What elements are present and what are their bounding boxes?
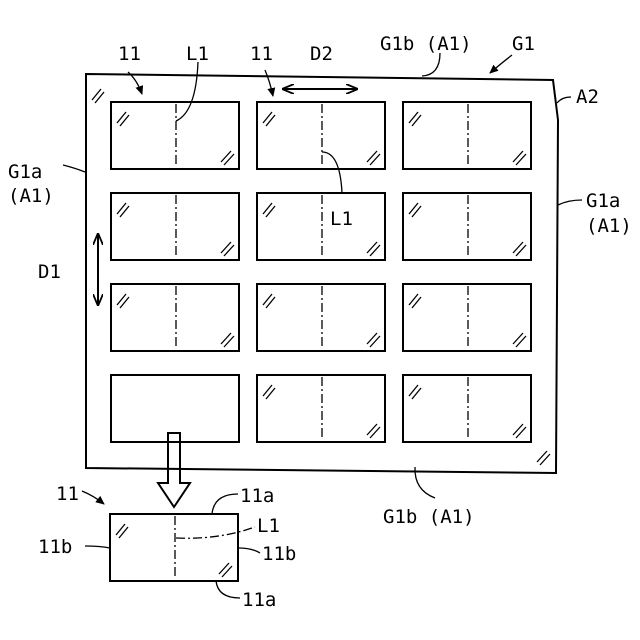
glass-piece-1-3 <box>403 102 531 169</box>
sheet-glare-top-left <box>92 89 104 103</box>
label-d2: D2 <box>310 43 333 65</box>
glass-piece-4-2 <box>257 375 385 442</box>
glass-piece-3-3 <box>403 284 531 351</box>
glass-piece-2-3 <box>403 193 531 260</box>
leader-L1-detail <box>176 527 255 538</box>
label-11-top-mid: 11 <box>250 43 273 65</box>
leader-A2 <box>557 97 571 103</box>
leader-G1 <box>490 55 512 73</box>
leader-11a-bottom <box>216 581 240 598</box>
label-11-detail: 11 <box>56 483 79 505</box>
glass-piece-4-1 <box>111 375 239 442</box>
leader-G1a-left <box>63 165 85 172</box>
label-l1-mid: L1 <box>330 208 353 230</box>
glass-piece-2-2 <box>257 193 385 260</box>
label-g1b-top: G1b (A1) <box>380 33 472 55</box>
label-11-top-left: 11 <box>118 43 141 65</box>
label-11a-top: 11a <box>240 485 274 507</box>
leader-G1b-top <box>422 53 440 76</box>
label-L1-top-left: L1 <box>186 43 209 65</box>
label-d1: D1 <box>38 261 61 283</box>
detail-piece-11 <box>110 514 238 581</box>
glass-piece-1-2 <box>257 102 385 169</box>
label-l1-detail: L1 <box>257 515 280 537</box>
label-11b-right: 11b <box>262 543 296 565</box>
label-11a-bottom: 11a <box>242 589 276 611</box>
glass-piece-grid <box>111 102 531 442</box>
leader-11-top-mid <box>265 70 273 96</box>
glass-piece-3-1 <box>111 284 239 351</box>
label-g1a-right-2: (A1) <box>586 215 632 237</box>
leader-G1a-right <box>558 200 582 205</box>
label-g1: G1 <box>512 33 535 55</box>
label-g1a-left-1: G1a <box>8 161 42 183</box>
glass-piece-2-1 <box>111 193 239 260</box>
label-g1a-right-1: G1a <box>586 190 620 212</box>
leader-11b-right <box>238 548 260 553</box>
leader-11-detail <box>82 491 104 504</box>
label-a2: A2 <box>576 86 599 108</box>
leader-11a-top <box>212 494 238 514</box>
sheet-glare-bottom-right <box>537 451 550 465</box>
label-11b-left: 11b <box>38 536 72 558</box>
glass-piece-1-1 <box>111 102 239 169</box>
leader-L1-top-left <box>176 62 198 121</box>
glass-piece-3-2 <box>257 284 385 351</box>
label-g1b-bottom: G1b (A1) <box>383 506 475 528</box>
leader-L1-mid <box>322 152 342 193</box>
leader-11b-left <box>85 546 110 548</box>
glass-piece-4-3 <box>403 375 531 442</box>
label-g1a-left-2: (A1) <box>8 185 54 207</box>
